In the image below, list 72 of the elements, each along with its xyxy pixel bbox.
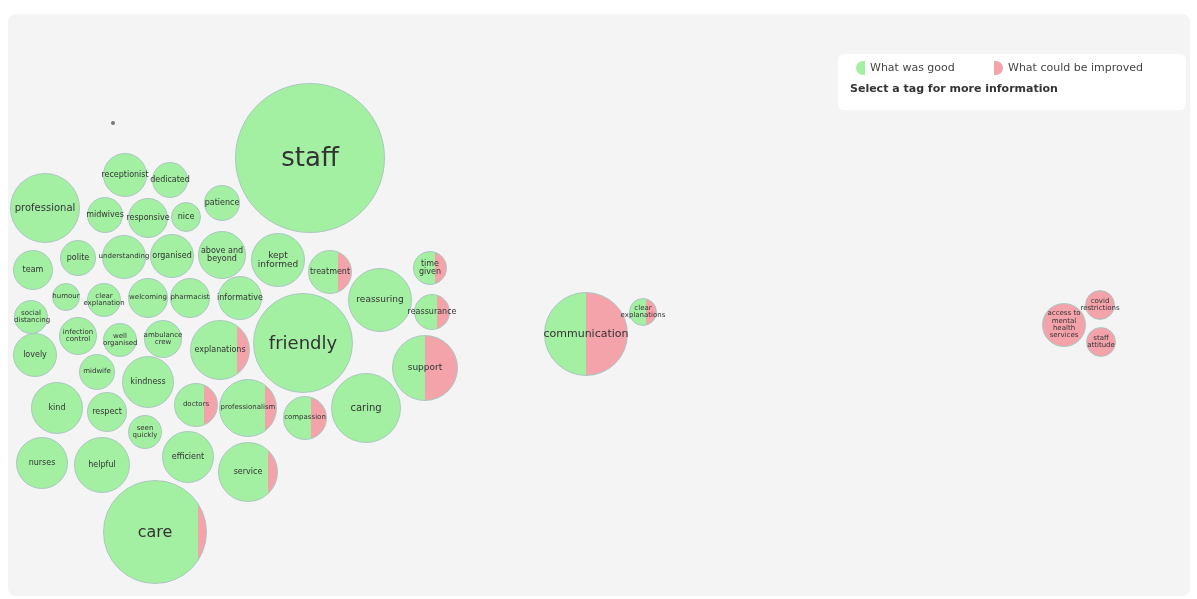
tag-label: friendly xyxy=(268,333,338,353)
tag-bubble xyxy=(31,382,83,434)
tag-label: team xyxy=(22,265,44,275)
tag-bubble xyxy=(128,415,162,449)
tag-label: kindness xyxy=(130,377,166,387)
tag-label: reassuring xyxy=(356,295,404,305)
tag-label: support xyxy=(407,363,443,373)
tag-label: lovely xyxy=(23,350,47,360)
tag-bubble xyxy=(16,437,68,489)
tag-bubble xyxy=(128,278,168,318)
tag-label: time given xyxy=(418,259,442,277)
tag-label: patience xyxy=(204,198,240,208)
tag-label: kept informed xyxy=(256,250,300,270)
tag-label: above and beyond xyxy=(199,246,245,264)
legend-label: What was good xyxy=(870,61,955,74)
tag-label: nurses xyxy=(28,458,56,468)
tag-bubble xyxy=(170,278,210,318)
tag-bubble xyxy=(74,437,130,493)
tag-label: care xyxy=(137,523,173,541)
tag-label: respect xyxy=(92,407,122,417)
dot-marker xyxy=(111,121,115,125)
tag-label: informative xyxy=(217,293,263,303)
tag-bubble xyxy=(59,317,97,355)
tag-label: organised xyxy=(152,251,192,261)
tag-label: efficient xyxy=(171,452,205,462)
tag-label: treatment xyxy=(309,267,351,277)
tag-bubble xyxy=(162,431,214,483)
tag-label: responsive xyxy=(126,213,170,223)
tag-bubble xyxy=(198,231,246,279)
tag-label: dedicated xyxy=(150,175,190,185)
tag-label: receptionist xyxy=(101,170,149,180)
tag-bubble xyxy=(174,383,218,427)
tag-label: nice xyxy=(177,212,195,222)
tag-bubble xyxy=(331,373,401,443)
tag-bubble xyxy=(283,396,327,440)
tag-label: service xyxy=(233,467,263,477)
tag-bubble xyxy=(13,250,53,290)
tag-bubble xyxy=(87,392,127,432)
tag-bubble xyxy=(1086,327,1116,357)
tag-label: professional xyxy=(14,202,76,214)
tag-label: midwives xyxy=(86,210,124,220)
tag-bubble xyxy=(14,300,48,334)
tag-bubble xyxy=(152,162,188,198)
tag-bubble xyxy=(103,153,147,197)
tag-bubble xyxy=(60,240,96,276)
tag-label: helpful xyxy=(88,460,116,470)
tag-label: communication xyxy=(543,328,629,340)
tag-bubble xyxy=(79,354,115,390)
tag-label: explanations xyxy=(194,345,246,355)
tag-bubble xyxy=(204,185,240,221)
tag-label: reassurance xyxy=(407,307,457,317)
tag-label: staff xyxy=(281,144,339,172)
tag-label: polite xyxy=(66,253,90,263)
tag-bubble xyxy=(251,233,305,287)
tag-bubble xyxy=(150,234,194,278)
tag-bubble xyxy=(218,276,262,320)
tag-bubble xyxy=(52,283,80,311)
tag-bubble xyxy=(144,320,182,358)
tag-bubble xyxy=(190,320,250,380)
tag-bubble xyxy=(87,197,123,233)
tag-bubble xyxy=(13,333,57,377)
tag-bubble xyxy=(171,202,201,232)
tag-label: kind xyxy=(48,403,66,413)
tag-bubble xyxy=(122,356,174,408)
tag-bubble xyxy=(128,198,168,238)
hint-text: Select a tag for more information xyxy=(850,82,1058,95)
tag-bubble xyxy=(219,379,277,437)
tag-bubble xyxy=(308,250,352,294)
legend-label: What could be improved xyxy=(1008,61,1143,74)
tag-label: caring xyxy=(350,402,382,414)
tag-bubble xyxy=(103,323,137,357)
tag-bubble xyxy=(413,251,447,285)
